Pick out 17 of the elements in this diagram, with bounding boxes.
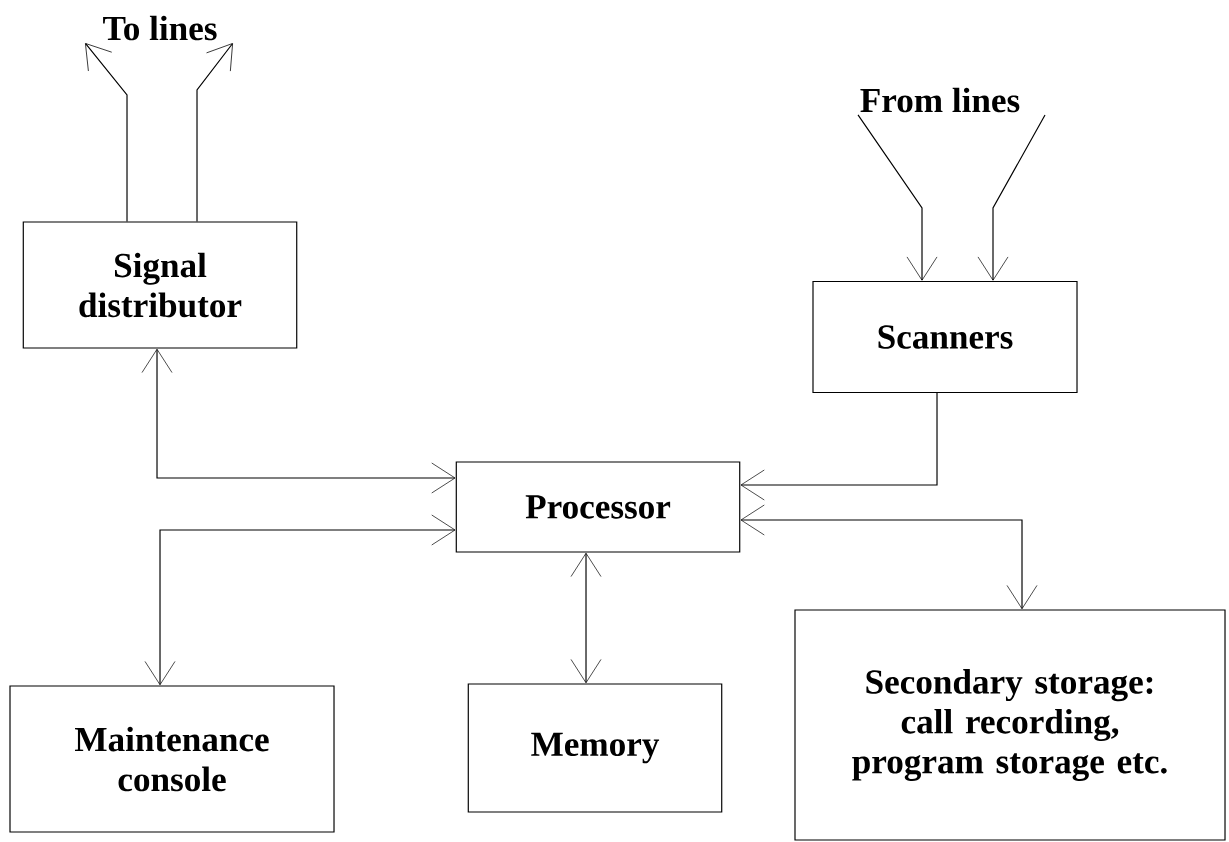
process-box: Maintenance console: [9, 685, 335, 833]
line-label: From lines: [860, 87, 1020, 113]
process-box: Scanners: [812, 280, 1078, 394]
arrow: [977, 114, 1046, 281]
arrow: [141, 348, 456, 494]
line-label: To lines: [103, 15, 217, 41]
arrow: [144, 514, 456, 686]
arrow: [570, 552, 602, 684]
arrow: [85, 43, 128, 222]
process-box: Processor: [455, 461, 741, 553]
arrow: [196, 43, 233, 222]
process-box: Signal distributor: [22, 221, 298, 349]
arrow: [740, 392, 938, 501]
arrow: [857, 114, 938, 281]
process-box: Memory: [467, 683, 723, 813]
process-box: Secondary storage: call recording, program storage etc.: [794, 609, 1226, 841]
arrow: [740, 504, 1038, 610]
